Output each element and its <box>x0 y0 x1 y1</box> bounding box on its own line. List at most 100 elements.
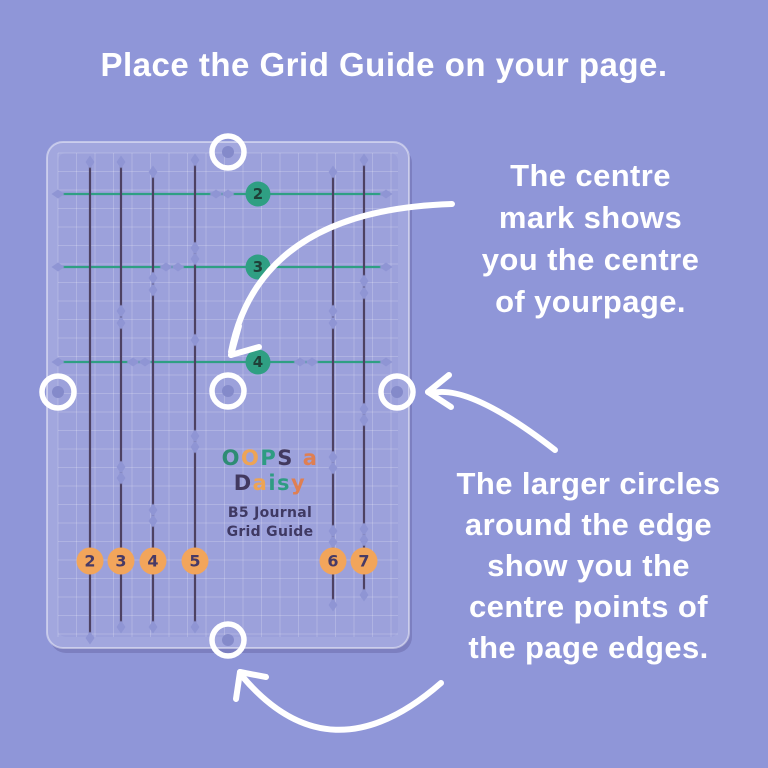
centre-circle <box>39 373 77 411</box>
tick-diamond <box>148 620 158 634</box>
centre-dot <box>391 386 403 398</box>
tick-diamond <box>328 461 338 475</box>
column-badge <box>76 547 104 575</box>
tick-diamond <box>116 155 126 169</box>
tick-diamond <box>126 357 140 367</box>
row-badge <box>245 349 271 375</box>
column-badge <box>107 547 135 575</box>
logo-letter: P <box>260 446 278 470</box>
tick-diamond <box>209 189 223 199</box>
arrow-head <box>237 669 269 680</box>
tick-diamond <box>359 413 369 427</box>
column-badge <box>181 547 209 575</box>
centre-dot <box>222 385 234 397</box>
logo-subtitle-line2: Grid Guide <box>226 524 314 540</box>
tick-diamond <box>359 402 369 416</box>
tick-diamond <box>359 522 369 536</box>
tick-diamond <box>85 155 95 169</box>
tick-diamond <box>328 535 338 549</box>
tick-diamond <box>116 316 126 330</box>
page-title: Place the Grid Guide on your page. <box>100 46 668 83</box>
tick-diamond <box>148 271 158 285</box>
column-badge <box>319 547 347 575</box>
tick-diamond <box>190 252 200 266</box>
tick-diamond <box>328 304 338 318</box>
tick-diamond <box>359 588 369 602</box>
arrow-curve <box>429 389 558 453</box>
tick-diamond <box>148 503 158 517</box>
column-badge <box>350 547 378 575</box>
logo-letter: a <box>252 471 269 495</box>
logo-letter: y <box>291 471 307 495</box>
annotation-line: around the edge <box>464 507 713 542</box>
arrow-head <box>425 389 454 410</box>
logo-letter: O <box>221 446 241 470</box>
annotation-line: the page edges. <box>468 630 709 665</box>
centre-circle <box>378 373 416 411</box>
column-badge-number: 4 <box>147 552 158 571</box>
logo-letter: s <box>277 471 292 495</box>
arrow-head <box>233 669 243 702</box>
tick-diamond <box>116 460 126 474</box>
tick-diamond <box>51 357 65 367</box>
tick-diamond <box>190 440 200 454</box>
tick-diamond <box>328 598 338 612</box>
row-badge-number: 4 <box>253 353 263 371</box>
row-badge-number: 3 <box>253 258 263 276</box>
tick-diamond <box>359 274 369 288</box>
annotation-line: you the centre <box>481 242 700 277</box>
tick-diamond <box>171 262 185 272</box>
annotation-larger-circles: The larger circles around the edge show … <box>436 463 741 668</box>
annotation-line: The larger circles <box>456 466 721 501</box>
tick-diamond <box>359 153 369 167</box>
tick-diamond <box>116 304 126 318</box>
tick-diamond <box>379 357 393 367</box>
centre-circle <box>209 621 247 659</box>
tick-diamond <box>293 357 307 367</box>
tick-diamond <box>148 165 158 179</box>
tick-diamond <box>51 262 65 272</box>
annotation-line: mark shows <box>498 200 683 235</box>
tick-diamond <box>190 333 200 347</box>
tick-diamond <box>148 514 158 528</box>
logo-letter: S <box>277 446 294 470</box>
tick-diamond <box>116 620 126 634</box>
centre-dot <box>222 146 234 158</box>
annotation-centre-mark: The centre mark shows you the centre of … <box>438 155 743 323</box>
annotation-line: of yourpage. <box>495 284 686 319</box>
logo-line2: Daisy <box>170 471 370 496</box>
tick-diamond <box>328 316 338 330</box>
column-badge-number: 5 <box>189 552 200 571</box>
logo-letter: D <box>233 471 253 495</box>
tick-diamond <box>379 262 393 272</box>
logo-letter: O <box>240 446 261 470</box>
tick-diamond <box>305 357 319 367</box>
annotation-line: The centre <box>510 158 671 193</box>
logo-letter: a <box>302 446 319 470</box>
logo-line1: OOPS a <box>170 446 370 471</box>
annotation-line: show you the <box>487 548 690 583</box>
tick-diamond <box>190 153 200 167</box>
tick-diamond <box>159 262 173 272</box>
tick-diamond <box>51 189 65 199</box>
tick-diamond <box>190 241 200 255</box>
tick-diamond <box>148 283 158 297</box>
centre-circle <box>209 372 247 410</box>
row-badge-number: 2 <box>253 185 263 203</box>
column-badge <box>139 547 167 575</box>
arrow-curve <box>228 201 455 355</box>
tick-diamond <box>190 620 200 634</box>
arrow-head <box>228 323 242 358</box>
column-badge-number: 2 <box>84 552 95 571</box>
annotation-line: centre points of <box>469 589 708 624</box>
centre-dot <box>222 634 234 646</box>
tick-diamond <box>328 524 338 538</box>
column-badge-number: 7 <box>358 552 369 571</box>
logo-letter: i <box>268 471 278 495</box>
logo: OOPS a Daisy B5 Journal Grid Guide <box>170 446 370 542</box>
column-badge-number: 6 <box>327 552 338 571</box>
arrow-head <box>425 372 452 395</box>
centre-dot <box>52 386 64 398</box>
